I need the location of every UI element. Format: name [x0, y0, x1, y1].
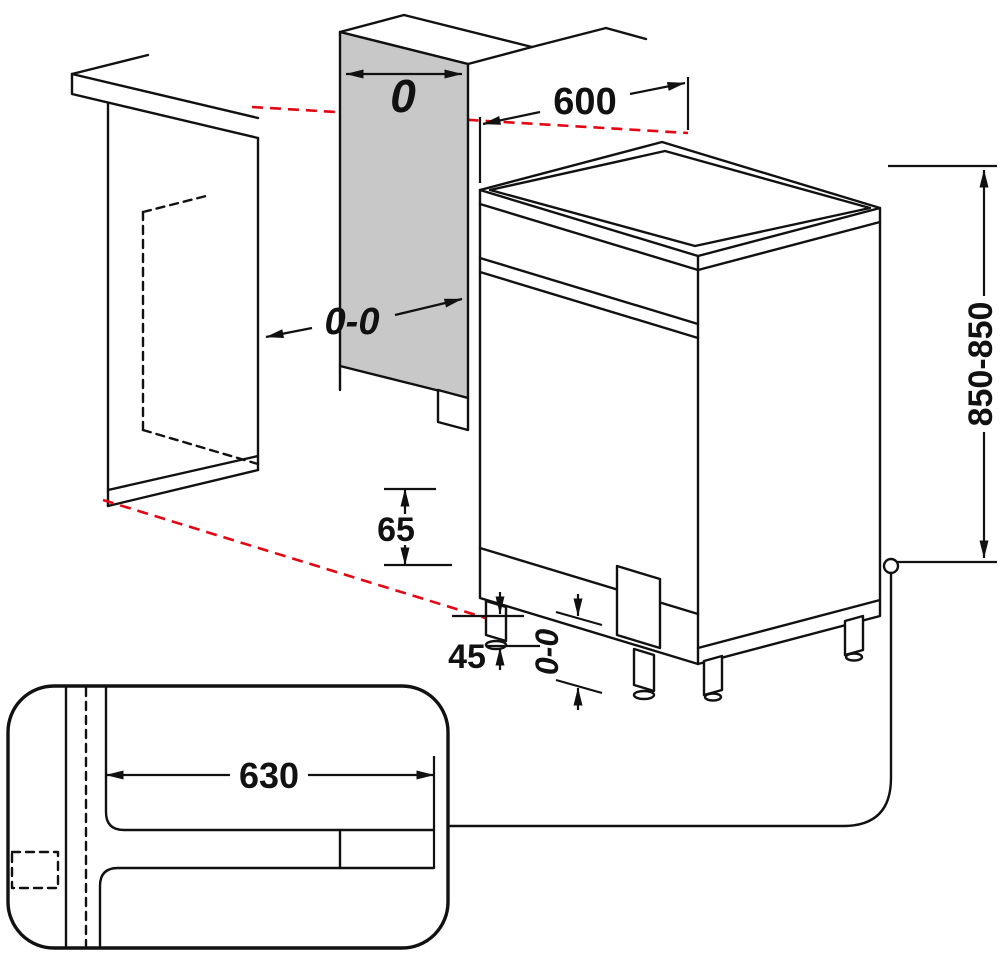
- dim-detail-length: 630: [105, 755, 436, 868]
- bottom-alignment-guide: [102, 498, 493, 622]
- dim-label-foot-range: 0-0: [529, 629, 565, 675]
- kick-plate: [615, 564, 662, 650]
- worktop-thickness: [70, 72, 260, 140]
- cabinet-bottom-edge: [106, 468, 260, 508]
- alignment-guides: [102, 105, 689, 622]
- dimensions: 0 600 0-0 850-850 65: [265, 69, 1000, 710]
- dim-label-width: 600: [553, 81, 616, 123]
- worktop-plan-detail: [10, 686, 436, 948]
- dim-label-panel-gap: 0: [390, 70, 416, 122]
- side-panel: [338, 13, 648, 432]
- side-panel-foot: [436, 388, 470, 432]
- control-panel-line-2: [478, 270, 700, 340]
- dim-label-side-gap: 0-0: [325, 301, 380, 343]
- dim-base-upper: 65: [377, 487, 452, 567]
- dim-width: 600: [478, 77, 690, 183]
- worktop-slab-front: [478, 188, 700, 272]
- dishwasher: [478, 140, 900, 702]
- niche-hidden-top: [141, 193, 212, 214]
- dim-base-lower: 45: [448, 592, 540, 676]
- front-left-foot: [484, 599, 508, 643]
- worktop-front-edge: [70, 72, 260, 120]
- niche-hidden-bottom: [141, 428, 260, 466]
- top-alignment-guide: [251, 105, 689, 135]
- dim-side-gap: 0-0: [265, 297, 463, 343]
- rear-cabinet-edge: [530, 26, 648, 49]
- side-rear-foot: [843, 614, 865, 657]
- dishwasher-top-rim: [488, 149, 872, 248]
- dim-label-base-lower: 45: [448, 638, 486, 676]
- detail-view-frame: [6, 684, 450, 950]
- kitchen-cabinet: [70, 53, 260, 508]
- plan-duct-bottom: [98, 866, 436, 948]
- side-rear-foot-pad: [844, 652, 864, 662]
- worktop-back-edge: [70, 53, 150, 76]
- side-front-foot: [702, 654, 724, 697]
- cabinet-plinth-edge: [106, 454, 260, 492]
- dim-label-detail-length: 630: [239, 755, 299, 796]
- front-face-outline: [478, 202, 700, 666]
- front-right-foot: [632, 647, 656, 693]
- dim-panel-gap: 0: [345, 69, 463, 122]
- dim-label-height: 850-850: [962, 302, 1000, 427]
- hose-routing-line: [448, 571, 893, 828]
- plan-duct-top: [104, 686, 436, 832]
- dim-foot-range: 0-0: [529, 594, 603, 710]
- control-panel-line-1: [478, 256, 700, 326]
- plan-hidden-box: [10, 850, 60, 890]
- side-front-foot-pad: [703, 692, 723, 702]
- hose-outlet-point: [882, 557, 900, 575]
- dim-height: 850-850: [888, 164, 1000, 564]
- dim-label-base-upper: 65: [377, 511, 415, 549]
- side-face-outline: [696, 220, 882, 666]
- base-rail-line: [696, 598, 882, 650]
- door-bottom-edge: [478, 546, 700, 616]
- front-right-foot-pad: [632, 689, 656, 701]
- detail-view: 630: [6, 684, 450, 950]
